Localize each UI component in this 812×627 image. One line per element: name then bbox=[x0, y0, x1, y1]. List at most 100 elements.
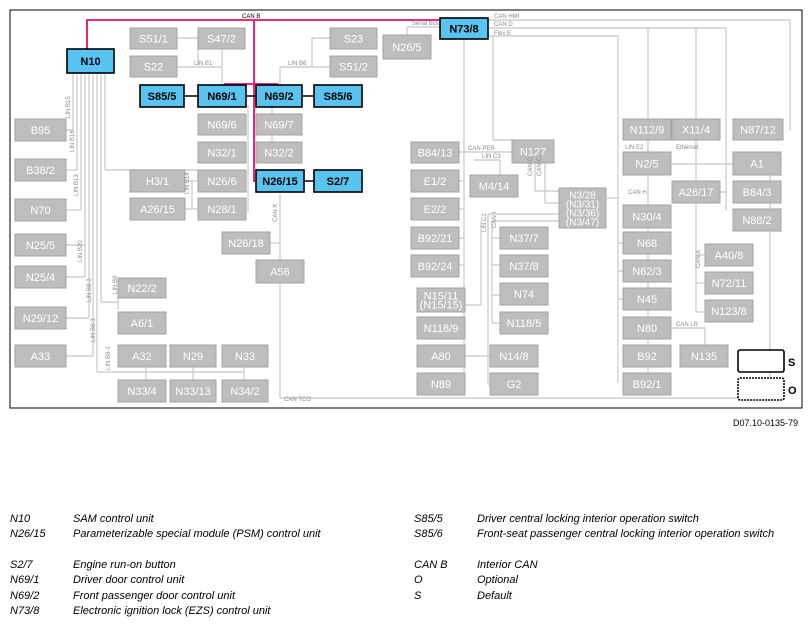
unit-label: N3/28 bbox=[569, 191, 596, 202]
unit-b92-1: B92/1 bbox=[622, 372, 672, 396]
unit-label: N25/4 bbox=[26, 272, 55, 284]
unit-n32-2: N32/2 bbox=[255, 141, 303, 164]
legend-code: N26/15 bbox=[10, 528, 46, 540]
unit-label: N68 bbox=[637, 238, 657, 250]
unit-label: N70 bbox=[30, 205, 50, 217]
bus-label-can-b: CAN B bbox=[242, 14, 260, 20]
bus-label-lin-b8-2: LIN B8-2 bbox=[87, 278, 93, 302]
unit-b95: B95 bbox=[14, 118, 67, 142]
unit-n30-4: N30/4 bbox=[622, 204, 672, 229]
unit-label: B84/3 bbox=[743, 187, 772, 199]
unit-label: N33 bbox=[235, 351, 255, 363]
unit-n29: N29 bbox=[169, 344, 217, 368]
bus-label-lin-b16: LIN B16 bbox=[70, 130, 76, 152]
unit-label: N37/8 bbox=[509, 261, 538, 273]
unit-n32-1: N32/1 bbox=[197, 141, 247, 164]
unit-a1: A1 bbox=[732, 151, 782, 176]
bus-label-lin-b8-1: LIN B8-1 bbox=[106, 346, 112, 370]
unit-a40-8: A40/8 bbox=[704, 243, 754, 267]
unit-label: N73/8 bbox=[449, 24, 478, 36]
unit-n3-28: N3/28(N3/31)(N3/36)(N3/47) bbox=[558, 187, 607, 229]
unit-label: B38/2 bbox=[26, 165, 55, 177]
unit-label: N62/3 bbox=[632, 266, 661, 278]
unit-label: N32/1 bbox=[207, 148, 236, 160]
legend-description: Engine run-on button bbox=[73, 559, 176, 571]
unit-label: A80 bbox=[431, 351, 451, 363]
unit-label: N32/2 bbox=[264, 148, 293, 160]
unit-b84-3: B84/3 bbox=[732, 180, 782, 204]
unit-label: N33/4 bbox=[127, 386, 156, 398]
unit-n25-5: N25/5 bbox=[14, 233, 67, 257]
legend-code: N69/1 bbox=[10, 574, 40, 586]
unit-h3-1: H3/1 bbox=[129, 169, 186, 193]
bus-label-can-c: CAN C bbox=[528, 157, 534, 176]
unit-label: N80 bbox=[637, 323, 657, 335]
bus-label-serial-bus: Serial bus bbox=[412, 21, 439, 27]
unit-b92-21: B92/21 bbox=[410, 226, 460, 250]
bus-label-can-hmi: CAN HMI bbox=[494, 14, 520, 20]
unit-n25-4: N25/4 bbox=[14, 265, 67, 289]
unit-label: N87/12 bbox=[740, 125, 775, 137]
unit-label: H3/1 bbox=[146, 176, 169, 188]
unit-n68: N68 bbox=[622, 231, 672, 255]
unit-label: S2/7 bbox=[327, 176, 350, 188]
unit-label: B92/21 bbox=[418, 233, 453, 245]
unit-label: S85/6 bbox=[324, 91, 353, 103]
gray-bus-lines bbox=[66, 19, 791, 399]
legend-description: Default bbox=[477, 590, 512, 602]
unit-n73-8: N73/8 bbox=[439, 17, 489, 40]
unit-n123-8: N123/8 bbox=[704, 299, 754, 323]
unit-s47-2: S47/2 bbox=[197, 27, 246, 50]
legend-description: Driver door control unit bbox=[73, 574, 185, 586]
unit-label: N89 bbox=[431, 379, 451, 391]
unit-label: E1/2 bbox=[424, 176, 447, 188]
bus-label-can-lr: CAN LR bbox=[676, 322, 699, 328]
unit-label: N26/6 bbox=[207, 176, 236, 188]
legend-code: S85/5 bbox=[414, 513, 443, 525]
black-connection-lines bbox=[184, 95, 314, 182]
bus-label-can-i: CAN I bbox=[492, 212, 498, 228]
unit-label: N135 bbox=[691, 351, 717, 363]
unit-label: N118/5 bbox=[507, 318, 542, 330]
unit-n29-12: N29/12 bbox=[14, 306, 67, 330]
unit-n69-1: N69/1 bbox=[197, 84, 247, 108]
unit-m4-14: M4/14 bbox=[469, 174, 519, 198]
unit-label: N69/1 bbox=[207, 91, 236, 103]
bus-label-can-k: CAN K bbox=[273, 204, 279, 222]
unit-n22-2: N22/2 bbox=[117, 277, 167, 299]
unit-n26-15: N26/15 bbox=[255, 169, 305, 193]
unit-label: N123/8 bbox=[711, 306, 746, 318]
unit-n62-3: N62/3 bbox=[622, 259, 672, 283]
unit-n118-9: N118/9 bbox=[416, 316, 466, 340]
unit-s22: S22 bbox=[129, 55, 178, 78]
bus-label-lin-b20: LIN B20 bbox=[78, 240, 84, 262]
unit-label: E2/2 bbox=[424, 204, 447, 216]
unit-label: S51/2 bbox=[339, 62, 368, 74]
legend-code: S85/6 bbox=[414, 528, 443, 540]
unit-label: A40/8 bbox=[715, 250, 744, 262]
unit-n26-18: N26/18 bbox=[221, 231, 271, 255]
legend-code: O bbox=[414, 574, 423, 586]
unit-s2-7: S2/7 bbox=[313, 169, 363, 193]
unit-n69-6: N69/6 bbox=[197, 113, 247, 136]
unit-n2-5: N2/5 bbox=[622, 151, 672, 176]
unit-label: N112/9 bbox=[630, 125, 665, 137]
unit-x11-4: X11/4 bbox=[671, 118, 721, 141]
unit-label: (N3/31) bbox=[566, 200, 599, 211]
unit-n118-5: N118/5 bbox=[499, 311, 549, 335]
unit-label: B92/1 bbox=[633, 379, 662, 391]
unit-label: X11/4 bbox=[682, 125, 710, 137]
unit-a32: A32 bbox=[117, 344, 167, 368]
unit-n14-8: N14/8 bbox=[489, 344, 539, 368]
bus-label-lin-c1: LIN C1 bbox=[482, 213, 488, 232]
unit-b84-13: B84/13 bbox=[410, 141, 460, 164]
unit-a80: A80 bbox=[416, 344, 466, 368]
legend-description: Front passenger door control unit bbox=[73, 590, 236, 602]
legend-code: N10 bbox=[10, 513, 31, 525]
unit-label: N29/12 bbox=[23, 313, 58, 325]
unit-label: A33 bbox=[31, 351, 51, 363]
